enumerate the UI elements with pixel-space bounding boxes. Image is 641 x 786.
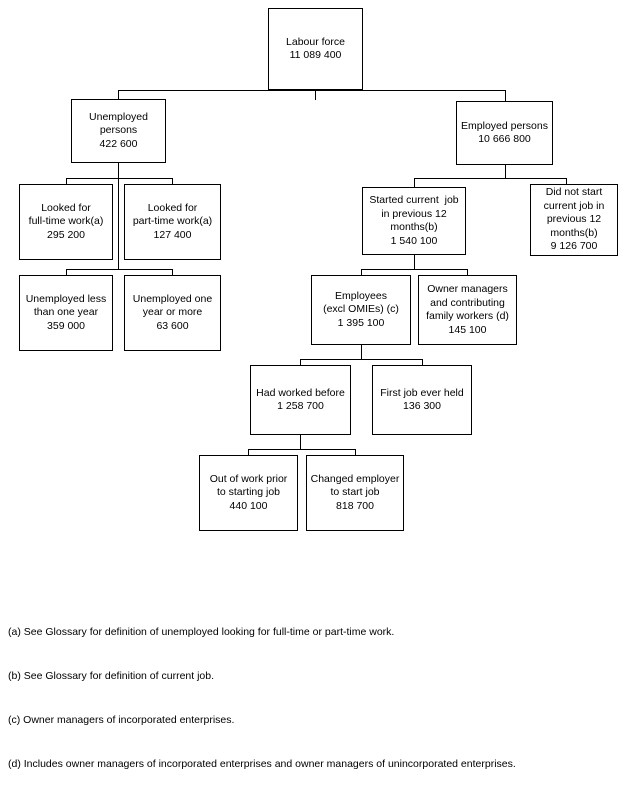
connector-to-changed-employer — [355, 449, 356, 455]
connector-to-looked-part-time — [172, 178, 173, 184]
node-had-worked-before-line2: 1 258 700 — [277, 400, 324, 412]
node-unemployed-less-one-year[interactable]: Unemployed less than one year 359 000 — [19, 275, 113, 351]
connector-to-unemployed-persons — [118, 90, 119, 99]
connector-to-owner-managers — [467, 269, 468, 275]
node-employees[interactable]: Employees (excl OMIEs) (c) 1 395 100 — [311, 275, 411, 345]
node-had-worked-before[interactable]: Had worked before 1 258 700 — [250, 365, 351, 435]
node-did-not-start-current-job-line2: current job in — [543, 199, 605, 212]
node-unemployed-less-one-year-line1: Unemployed less — [25, 292, 107, 305]
node-unemployed-persons-line2: persons — [99, 124, 138, 137]
node-labour-force-line1: Labour force — [286, 35, 345, 48]
node-labour-force[interactable]: Labour force 11 089 400 — [268, 8, 363, 90]
connector-to-started-current-job — [414, 178, 415, 187]
node-looked-full-time-line1: Looked for — [41, 201, 91, 214]
connector-to-unemployed-less-one-year — [66, 269, 67, 275]
node-did-not-start-current-job-line5: 9 126 700 — [550, 240, 598, 253]
connector-unemployed-bus-1 — [66, 178, 173, 179]
connector-employed-trunk — [505, 165, 506, 178]
node-unemployed-one-year-or-more-line3: 63 600 — [156, 319, 189, 332]
node-labour-force-line2: 11 089 400 — [289, 49, 342, 61]
node-unemployed-persons[interactable]: Unemployed persons 422 600 — [71, 99, 166, 163]
connector-unemployed-bus-2 — [66, 269, 173, 270]
connector-employees-bus — [300, 359, 423, 360]
footnote-a: (a) See Glossary for definition of unemp… — [8, 626, 395, 639]
node-did-not-start-current-job-line1: Did not start — [545, 186, 603, 199]
node-unemployed-one-year-or-more[interactable]: Unemployed one year or more 63 600 — [124, 275, 221, 351]
node-changed-employer-line1: Changed employer — [310, 472, 400, 485]
node-unemployed-persons-line3: 422 600 — [99, 137, 138, 150]
node-changed-employer-line2: to start job — [330, 486, 380, 499]
node-looked-part-time[interactable]: Looked for part-time work(a) 127 400 — [124, 184, 221, 260]
connector-to-had-worked-before — [300, 359, 301, 365]
node-looked-part-time-line1: Looked for — [147, 201, 198, 214]
node-unemployed-one-year-or-more-line2: year or more — [142, 306, 203, 319]
node-owner-managers[interactable]: Owner managers and contributing family w… — [418, 275, 517, 345]
node-started-current-job[interactable]: Started current job in previous 12 month… — [362, 187, 466, 255]
connector-employees-trunk — [361, 345, 362, 360]
node-started-current-job-line4: 1 540 100 — [390, 234, 438, 247]
node-out-of-work-prior[interactable]: Out of work prior to starting job 440 10… — [199, 455, 298, 531]
node-first-job-ever-held-line1: First job ever held — [380, 386, 464, 399]
connector-labour-force-down — [315, 90, 316, 100]
connector-had-worked-before-trunk — [300, 435, 301, 450]
node-looked-part-time-line3: 127 400 — [153, 228, 192, 241]
connector-level1-bus — [118, 90, 506, 91]
connector-started-current-job-bus — [361, 269, 468, 270]
node-looked-part-time-line2: part-time work(a) — [132, 215, 213, 228]
node-unemployed-less-one-year-line3: 359 000 — [47, 319, 85, 332]
connector-to-employed-persons — [505, 90, 506, 101]
node-out-of-work-prior-line3: 440 100 — [229, 499, 268, 512]
node-changed-employer-line3: 818 700 — [336, 499, 374, 512]
node-looked-full-time-line2: full-time work(a) — [28, 215, 104, 228]
node-employees-line3: 1 395 100 — [337, 316, 385, 329]
node-unemployed-one-year-or-more-line1: Unemployed one — [132, 292, 213, 305]
node-had-worked-before-line1: Had worked before — [256, 386, 345, 399]
node-owner-managers-line3: family workers (d) — [426, 310, 509, 322]
connector-to-first-job-ever-held — [422, 359, 423, 365]
org-chart-canvas: Labour force 11 089 400 Unemployed perso… — [19, 8, 618, 531]
footnote-b: (b) See Glossary for definition of curre… — [8, 669, 215, 682]
connector-to-unemployed-one-year-or-more — [172, 269, 173, 275]
node-did-not-start-current-job[interactable]: Did not start current job in previous 12… — [530, 184, 618, 256]
node-unemployed-persons-line1: Unemployed — [89, 110, 148, 123]
node-first-job-ever-held-line2: 136 300 — [403, 400, 441, 412]
node-first-job-ever-held[interactable]: First job ever held 136 300 — [372, 365, 472, 435]
node-unemployed-less-one-year-line2: than one year — [33, 306, 99, 319]
connector-started-current-job-trunk — [414, 255, 415, 270]
connector-to-out-of-work-prior — [248, 449, 249, 455]
connector-had-worked-before-bus — [248, 449, 355, 450]
node-employed-persons-line1: Employed persons — [461, 119, 548, 132]
node-started-current-job-line1: Started current job — [369, 194, 459, 206]
footnote-c: (c) Owner managers of incorporated enter… — [8, 713, 235, 726]
connector-employed-bus — [414, 178, 567, 179]
node-out-of-work-prior-line1: Out of work prior — [209, 472, 288, 485]
node-looked-full-time[interactable]: Looked for full-time work(a) 295 200 — [19, 184, 113, 260]
connector-to-did-not-start-current-job — [566, 178, 567, 184]
node-employees-line1: Employees — [335, 289, 387, 302]
node-looked-full-time-line3: 295 200 — [47, 228, 85, 241]
node-started-current-job-line2: in previous 12 — [381, 207, 447, 220]
connector-to-looked-full-time — [66, 178, 67, 184]
node-employees-line2: (excl OMIEs) (c) — [323, 303, 399, 316]
node-owner-managers-line1: Owner managers — [427, 283, 508, 295]
node-employed-persons[interactable]: Employed persons 10 666 800 — [456, 101, 553, 165]
connector-unemployed-trunk — [118, 163, 119, 270]
node-did-not-start-current-job-line4: months(b) — [550, 226, 598, 239]
node-started-current-job-line3: months(b) — [390, 221, 438, 233]
connector-to-employees — [361, 269, 362, 275]
footnote-d: (d) Includes owner managers of incorpora… — [8, 757, 516, 770]
node-owner-managers-line2: and contributing — [430, 296, 505, 309]
footnotes: (a) See Glossary for definition of unemp… — [8, 596, 638, 786]
node-employed-persons-line2: 10 666 800 — [478, 133, 531, 145]
node-did-not-start-current-job-line3: previous 12 — [546, 213, 602, 226]
node-out-of-work-prior-line2: to starting job — [216, 486, 281, 499]
node-changed-employer[interactable]: Changed employer to start job 818 700 — [306, 455, 404, 531]
node-owner-managers-line4: 145 100 — [448, 323, 487, 336]
